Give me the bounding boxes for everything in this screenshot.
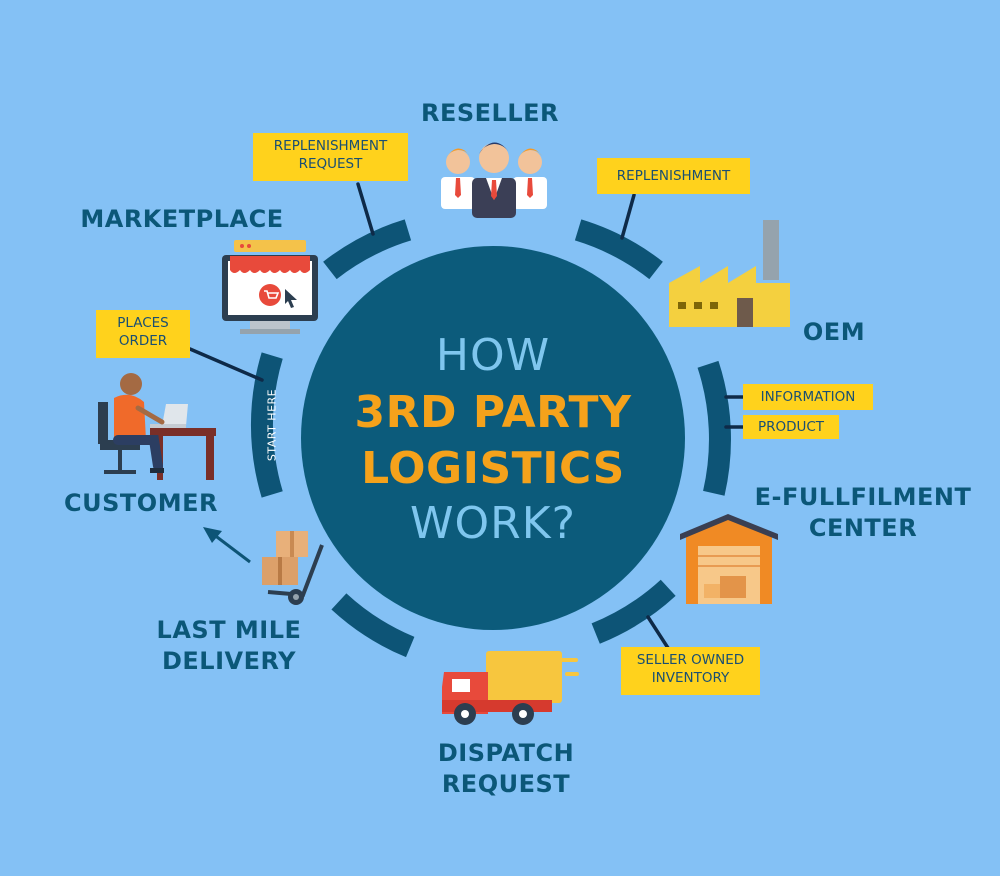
- tag-places-order: PLACES ORDER: [96, 310, 190, 358]
- node-label-last-mile: LAST MILE DELIVERY: [150, 615, 308, 677]
- tag-seller-owned-line2: INVENTORY: [651, 670, 730, 686]
- node-label-oem: OEM: [802, 318, 866, 346]
- ring-segments: [251, 219, 731, 658]
- reseller-people-icon: [441, 142, 547, 218]
- warehouse-icon: [680, 514, 778, 604]
- tag-information: INFORMATION: [743, 384, 873, 410]
- node-label-last-mile-line1: LAST MILE: [156, 616, 302, 644]
- node-label-last-mile-line2: DELIVERY: [161, 647, 297, 675]
- ring-segment-seller-inventory: [591, 579, 676, 644]
- factory-icon: [669, 220, 790, 327]
- connector-seller-owned: [646, 615, 670, 650]
- tag-places-order-line1: PLACES: [117, 315, 169, 331]
- connector-places-order: [188, 347, 264, 382]
- ring-segment-oem: [574, 219, 663, 280]
- center-title-3rd-party: 3RD PARTY: [354, 387, 632, 438]
- delivery-truck-icon: [442, 651, 579, 725]
- tag-replenishment-request: REPLENISHMENT REQUEST: [253, 133, 408, 181]
- tag-replenishment: REPLENISHMENT: [597, 158, 750, 194]
- tag-places-order-line2: ORDER: [118, 333, 168, 349]
- hand-trolley-icon: [262, 531, 324, 605]
- arrow-to-customer: [203, 527, 251, 564]
- center-circle: [301, 246, 685, 630]
- tag-seller-owned-line1: SELLER OWNED: [636, 652, 745, 668]
- customer-at-desk-icon: [98, 373, 216, 480]
- node-label-reseller: RESELLER: [420, 99, 559, 127]
- tag-replenishment-request-line1: REPLENISHMENT: [273, 138, 388, 154]
- center-title-work: WORK?: [410, 498, 576, 549]
- connector-replenishment-request: [356, 182, 375, 236]
- ring-segment-efulfilment: [697, 360, 731, 496]
- start-here-label: START HERE: [265, 388, 279, 462]
- node-label-marketplace: MARKETPLACE: [80, 205, 284, 233]
- center-title-logistics: LOGISTICS: [361, 443, 625, 494]
- connector-replenishment: [620, 193, 636, 240]
- node-label-dispatch-line1: DISPATCH: [437, 739, 575, 767]
- marketplace-store-icon: [222, 240, 318, 334]
- node-label-dispatch: DISPATCH REQUEST: [428, 738, 584, 800]
- node-label-customer: CUSTOMER: [64, 489, 218, 517]
- node-label-efulfilment-line1: E-FULLFILMENT: [754, 483, 972, 511]
- ring-segment-reseller: [323, 219, 412, 280]
- node-label-efulfilment-line2: CENTER: [808, 514, 918, 542]
- tag-product: PRODUCT: [743, 415, 839, 439]
- ring-segment-dispatch: [331, 593, 415, 658]
- ring-segment-start: [251, 352, 283, 498]
- connector-lines: [188, 182, 746, 650]
- tag-replenishment-request-line2: REQUEST: [298, 156, 363, 172]
- center-title-how: HOW: [435, 330, 551, 381]
- node-label-efulfilment: E-FULLFILMENT CENTER: [752, 482, 974, 544]
- tag-seller-owned-inventory: SELLER OWNED INVENTORY: [621, 647, 760, 695]
- node-label-dispatch-line2: REQUEST: [441, 770, 571, 798]
